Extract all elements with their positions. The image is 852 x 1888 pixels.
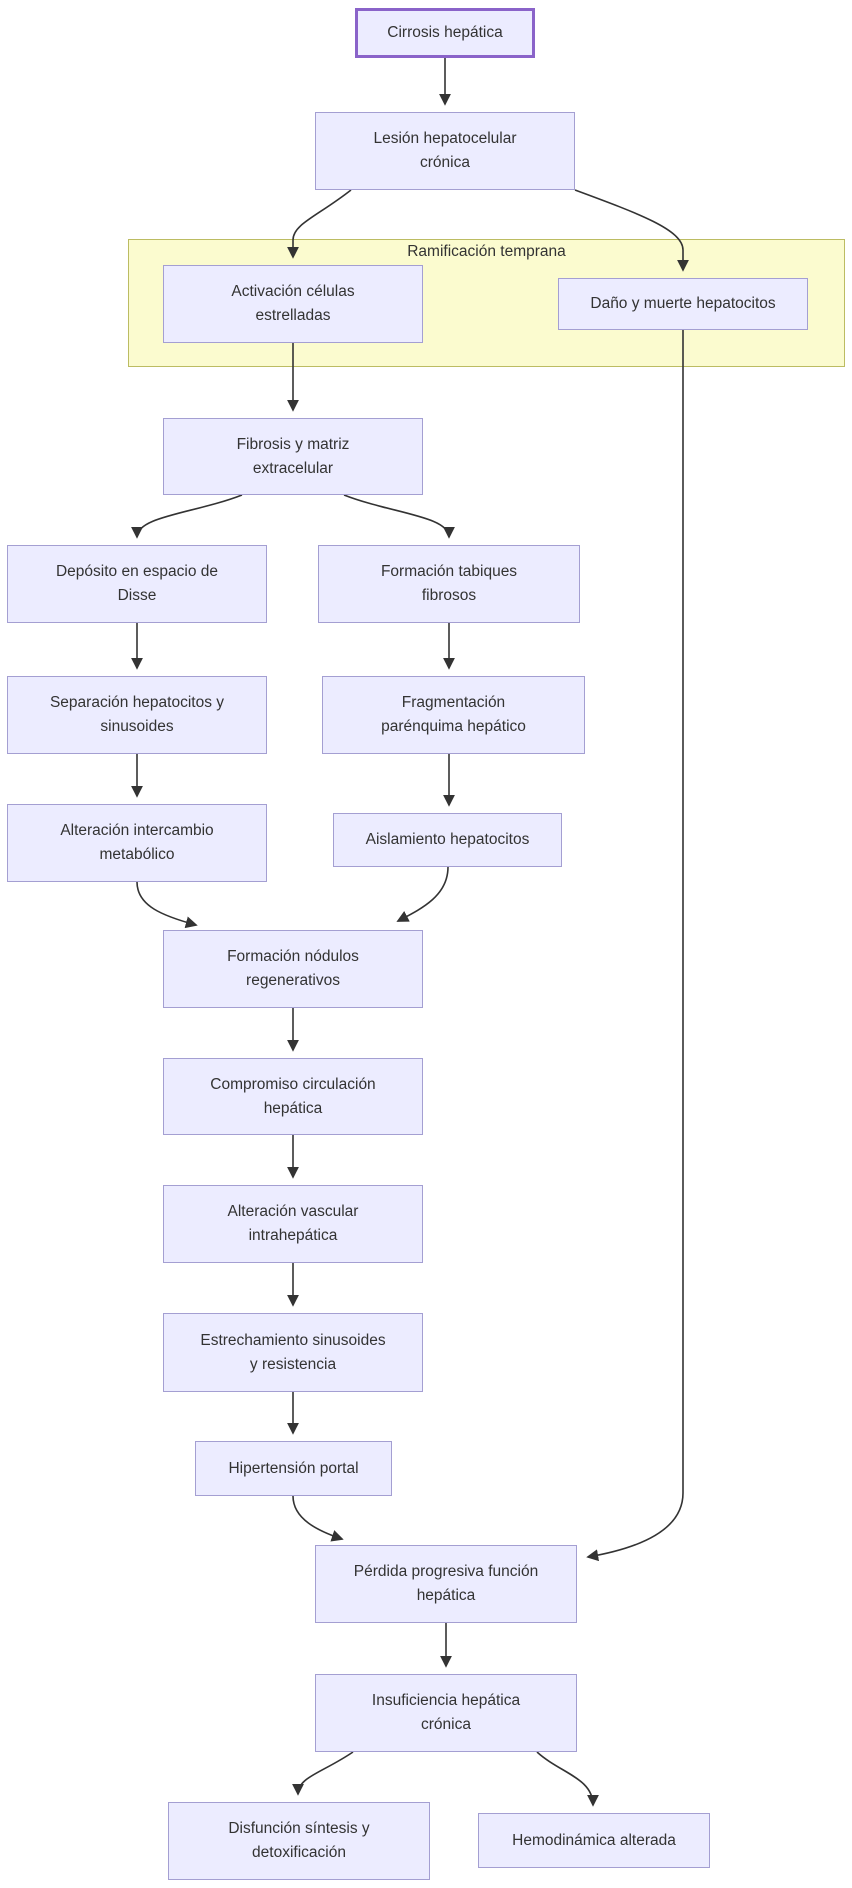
node-activacion: Activación células estrelladas xyxy=(163,265,423,343)
edge-insuficiencia-hemodinamica xyxy=(536,1751,599,1807)
node-aislamiento: Aislamiento hepatocitos xyxy=(333,813,562,867)
node-intercambio: Alteración intercambio metabólico xyxy=(7,804,267,882)
node-fibrosis: Fibrosis y matriz extracelular xyxy=(163,418,423,495)
edge-hipertension-perdida xyxy=(292,1495,344,1542)
node-separacion: Separación hepatocitos y sinusoides xyxy=(7,676,267,754)
node-dano: Daño y muerte hepatocitos xyxy=(558,278,808,330)
edge-intercambio-nodulos xyxy=(136,881,198,929)
node-tabiques: Formación tabiques fibrosos xyxy=(318,545,580,623)
node-compromiso: Compromiso circulación hepática xyxy=(163,1058,423,1135)
edge-lesion-dano xyxy=(574,189,689,272)
edge-fibrosis-deposito xyxy=(131,494,243,539)
node-estrechamiento: Estrechamiento sinusoides y resistencia xyxy=(163,1313,423,1392)
node-deposito: Depósito en espacio de Disse xyxy=(7,545,267,623)
node-fragmentacion: Fragmentación parénquima hepático xyxy=(322,676,585,754)
cluster-label: Ramificación temprana xyxy=(407,243,566,260)
node-perdida: Pérdida progresiva función hepática xyxy=(315,1545,577,1623)
edge-insuficiencia-disfuncion xyxy=(292,1751,354,1796)
edge-lesion-activacion xyxy=(287,189,352,259)
node-disfuncion: Disfunción síntesis y detoxificación xyxy=(168,1802,430,1880)
node-insuficiencia: Insuficiencia hepática crónica xyxy=(315,1674,577,1752)
node-hipertension: Hipertensión portal xyxy=(195,1441,392,1496)
edge-aislamiento-nodulos xyxy=(396,866,449,922)
node-cirrosis: Cirrosis hepática xyxy=(355,8,535,58)
edge-dano-perdida xyxy=(586,330,684,1562)
node-nodulos: Formación nódulos regenerativos xyxy=(163,930,423,1008)
node-hemodinamica: Hemodinámica alterada xyxy=(478,1813,710,1868)
node-lesion: Lesión hepatocelular crónica xyxy=(315,112,575,190)
node-vascular: Alteración vascular intrahepática xyxy=(163,1185,423,1263)
edge-fibrosis-tabiques xyxy=(343,494,455,539)
